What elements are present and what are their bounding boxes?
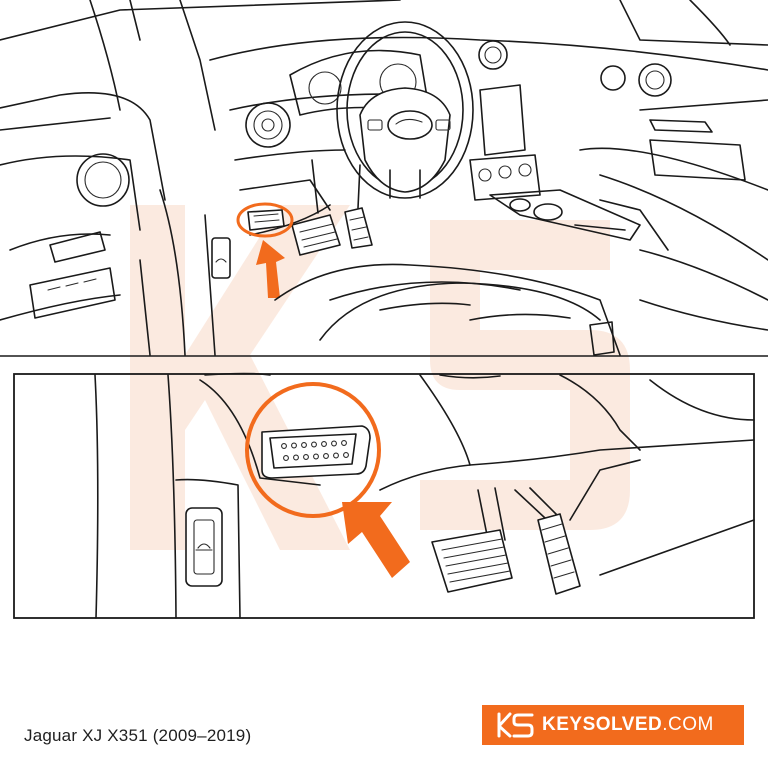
arrow-pointer-icon bbox=[342, 502, 410, 578]
ks-watermark-icon bbox=[130, 205, 630, 550]
arrow-pointer-icon bbox=[256, 240, 285, 298]
ks-monogram-icon bbox=[497, 712, 534, 738]
cabin-overview-panel bbox=[0, 0, 768, 357]
brand-name: KEYSOLVED bbox=[542, 714, 663, 735]
brand-badge[interactable]: KEYSOLVED.COM bbox=[482, 705, 744, 745]
obd-pins bbox=[281, 440, 349, 461]
zoom-detail-panel bbox=[13, 372, 755, 619]
vehicle-caption: Jaguar XJ X351 (2009–2019) bbox=[24, 726, 252, 745]
brand-tld: .COM bbox=[662, 714, 714, 735]
obd-highlight-ring bbox=[245, 382, 381, 518]
